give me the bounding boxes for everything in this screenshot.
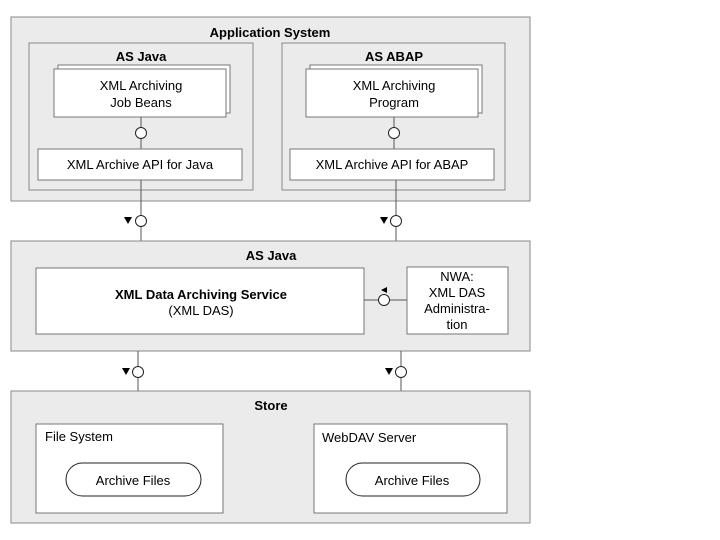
abap-internal-port (388, 127, 400, 139)
store-title: Store (254, 398, 287, 413)
java-api-interface-port (135, 215, 147, 227)
xml-das-title: XML Data Archiving Service (115, 287, 287, 302)
file-system-interface-arrow (122, 368, 130, 375)
xml-das-box (35, 267, 365, 335)
file-system-archive-files (65, 462, 202, 497)
job-beans-label-line1: XML Archiving (100, 78, 183, 93)
lower-interface-connectors (122, 351, 407, 424)
abap-program-box (305, 68, 479, 118)
file-system-title: File System (45, 429, 113, 444)
webdav-interface-arrow (385, 368, 393, 375)
file-system-interface-port (132, 366, 144, 378)
job-beans-label-line2: Job Beans (110, 95, 172, 110)
abap-api-box (289, 148, 495, 181)
as-java-middle-title: AS Java (246, 248, 297, 263)
webdav-archive-files (345, 462, 481, 497)
abap-api-interface-port (390, 215, 402, 227)
abap-program-label-line2: Program (369, 95, 419, 110)
xml-das-subtitle: (XML DAS) (168, 303, 233, 318)
nwa-label-line1: NWA: (440, 269, 473, 284)
java-api-box (37, 148, 243, 181)
as-java-middle-group: AS Java XML Data Archiving Service (XML … (10, 240, 531, 352)
abap-api-interface-arrow (380, 217, 388, 224)
as-java-title: AS Java (116, 49, 167, 64)
abap-api-label: XML Archive API for ABAP (316, 157, 469, 172)
application-system-title: Application System (210, 25, 331, 40)
application-system-group: Application System AS Java XML Archiving… (10, 16, 531, 202)
java-api-interface-arrow (124, 217, 132, 224)
webdav-server-title: WebDAV Server (322, 430, 417, 445)
job-beans-box (53, 68, 227, 118)
store-group: Store File System Archive Files WebDAV S… (10, 390, 531, 524)
nwa-label-line2: XML DAS (429, 285, 486, 300)
java-api-label: XML Archive API for Java (67, 157, 214, 172)
nwa-interface-arrow (381, 287, 387, 293)
nwa-interface-port (378, 294, 390, 306)
java-internal-port (135, 127, 147, 139)
webdav-archive-label: Archive Files (375, 473, 450, 488)
as-abap-title: AS ABAP (365, 49, 423, 64)
file-system-archive-label: Archive Files (96, 473, 171, 488)
nwa-label-line4: tion (447, 317, 468, 332)
upper-interface-connectors (124, 180, 402, 241)
webdav-interface-port (395, 366, 407, 378)
nwa-label-line3: Administra- (424, 301, 490, 316)
nwa-admin-box (406, 266, 509, 335)
abap-program-label-line1: XML Archiving (353, 78, 436, 93)
